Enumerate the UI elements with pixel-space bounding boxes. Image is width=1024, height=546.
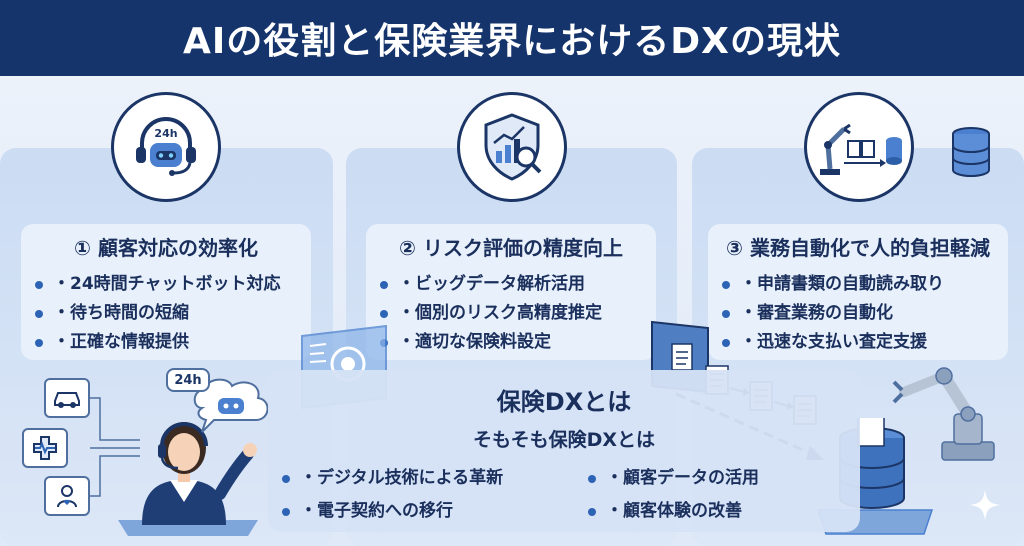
list-item: ・迅速な支払い査定支援: [722, 328, 944, 357]
bullet-dot: [35, 338, 43, 347]
list-item: ・顧客データの活用: [588, 462, 759, 495]
list-item: ・電子契約への移行: [282, 495, 503, 528]
badge-24h-label: 24h: [154, 127, 177, 140]
bullet-dot: [722, 309, 730, 318]
robot-arm-documents-icon: [804, 92, 914, 202]
list-item: ・個別のリスク高精度推定: [380, 299, 602, 328]
card-risk-assessment: ② リスク評価の精度向上 ・ビッグデータ解析活用 ・個別のリスク高精度推定 ・適…: [366, 224, 656, 360]
shield-analytics-icon: [457, 92, 567, 202]
list-item: ・顧客体験の改善: [588, 495, 759, 528]
list-item: ・デジタル技術による革新: [282, 462, 503, 495]
card-title: ① 顧客対応の効率化: [74, 236, 258, 260]
sparkle-icon: [970, 490, 1000, 520]
database-icon: [952, 127, 990, 177]
card-automation: ③ 業務自動化で人的負担軽減 ・申請書類の自動読み取り ・審査業務の自動化 ・迅…: [708, 224, 1008, 360]
bullet-dot: [35, 280, 43, 289]
card-title: ③ 業務自動化で人的負担軽減: [726, 236, 990, 260]
page-title: AIの役割と保険業界におけるDXの現状: [183, 21, 841, 62]
person-heart-icon: [44, 476, 90, 516]
bullet-dot: [588, 507, 596, 516]
operator-illustration: [118, 422, 258, 536]
list-item: ・正確な情報提供: [35, 328, 281, 357]
insurance-dx-title: 保険DXとは: [496, 388, 632, 416]
chatbot-headset-icon: 24h: [111, 92, 221, 202]
card-customer-service: ① 顧客対応の効率化 ・24時間チャットボット対応 ・待ち時間の短縮 ・正確な情…: [21, 224, 311, 360]
list-item: ・24時間チャットボット対応: [35, 270, 281, 299]
bullet-dot: [722, 338, 730, 347]
car-icon: [44, 378, 90, 418]
bullet-dot: [588, 474, 596, 483]
title-banner: AIの役割と保険業界におけるDXの現状: [0, 0, 1024, 76]
insurance-dx-subtitle: そもそも保険DXとは: [472, 429, 656, 451]
bullet-dot: [722, 280, 730, 289]
bullet-dot: [282, 507, 290, 516]
medical-cross-icon: [22, 428, 68, 468]
bullet-dot: [35, 309, 43, 318]
bullet-dot: [282, 474, 290, 483]
card-title: ② リスク評価の精度向上: [399, 236, 623, 260]
list-item: ・適切な保険料設定: [380, 328, 602, 357]
list-item: ・待ち時間の短縮: [35, 299, 281, 328]
list-item: ・審査業務の自動化: [722, 299, 944, 328]
badge-24h: 24h: [166, 368, 210, 392]
list-item: ・ビッグデータ解析活用: [380, 270, 602, 299]
bullet-dot: [380, 280, 388, 289]
bullet-dot: [380, 309, 388, 318]
robot-arm-icon: [892, 367, 995, 461]
badge-24h-label: 24h: [174, 372, 202, 388]
insurance-dx-box: 保険DXとは そもそも保険DXとは ・デジタル技術による革新 ・電子契約への移行…: [268, 370, 860, 532]
list-item: ・申請書類の自動読み取り: [722, 270, 944, 299]
connector-lines: [90, 397, 140, 497]
